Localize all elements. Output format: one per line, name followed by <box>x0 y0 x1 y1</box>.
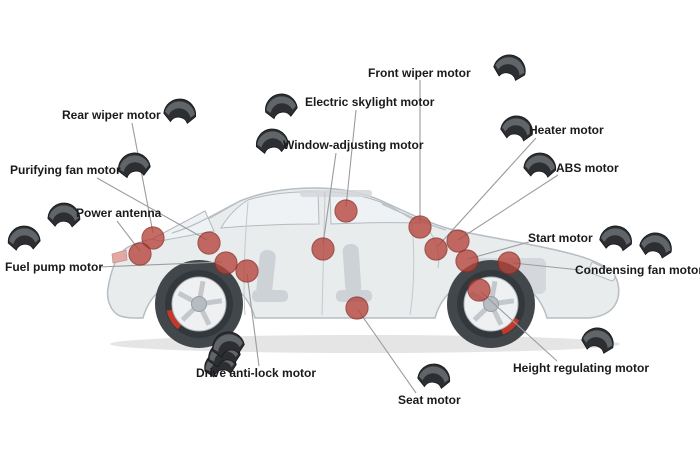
leader-drive-anti-lock <box>246 273 260 367</box>
skylight-panel <box>300 190 372 197</box>
magnet-icon-seat <box>416 361 452 390</box>
magnet-icon-electric-skylight <box>262 91 299 121</box>
magnet-icon-fuel-pump <box>6 224 42 252</box>
leader-condensing-fan <box>512 262 581 271</box>
rear-seat <box>252 249 288 302</box>
leader-heater <box>437 137 537 247</box>
front-wheel <box>447 260 535 348</box>
label-heater-motor: Heater motor <box>529 123 604 137</box>
label-purifying-fan-motor: Purifying fan motor <box>10 163 121 177</box>
rear-brake-caliper <box>166 271 232 337</box>
leader-electric-skylight <box>345 109 357 208</box>
label-window-adjusting-motor: Window-adjusting motor <box>283 138 424 152</box>
magnet-icon-start <box>598 223 635 253</box>
rear-window-line <box>171 201 239 234</box>
dot-window-adjusting <box>311 237 335 261</box>
magnet-icon-abs <box>522 151 558 179</box>
dot-rear-wiper <box>141 226 165 250</box>
magnet-icon-purifying-fan <box>115 150 152 180</box>
dot-front-wiper <box>408 215 432 239</box>
magnet-icon-front-wiper <box>491 50 530 83</box>
leader-window-adjusting <box>322 152 337 245</box>
label-electric-skylight-motor: Electric skylight motor <box>305 95 435 109</box>
label-front-wiper-motor: Front wiper motor <box>368 66 471 80</box>
label-rear-wiper-motor: Rear wiper motor <box>62 108 161 122</box>
leader-abs <box>457 174 559 241</box>
rear-hub <box>191 296 207 312</box>
motor-location-dots <box>128 199 521 320</box>
label-seat-motor: Seat motor <box>398 393 461 407</box>
dot-start <box>455 249 479 273</box>
dot-fuel-pump <box>214 251 238 275</box>
dot-heater <box>424 237 448 261</box>
dot-abs <box>446 229 470 253</box>
dot-power-antenna <box>128 242 152 266</box>
magnet-icon-height-regulating <box>579 324 618 356</box>
label-power-antenna: Power antenna <box>76 206 162 220</box>
dot-condensing-fan <box>497 251 521 275</box>
car-illustration <box>106 187 620 353</box>
rear-door-window <box>220 191 320 229</box>
label-start-motor: Start motor <box>528 231 593 245</box>
label-drive-anti-lock-motor: Drive anti-lock motor <box>196 366 317 380</box>
leader-start <box>467 241 530 260</box>
dot-electric-skylight <box>334 199 358 223</box>
headlight <box>587 261 616 282</box>
rear-rim-spokes <box>177 280 223 326</box>
leader-rear-wiper <box>131 122 154 234</box>
leader-purifying-fan <box>96 177 208 241</box>
front-hub <box>483 296 499 312</box>
magnet-icon-condensing-fan <box>637 229 675 261</box>
label-abs-motor: ABS motor <box>556 161 619 175</box>
leader-height-regulating <box>480 291 558 362</box>
dot-purifying-fan <box>197 231 221 255</box>
dot-seat <box>345 296 369 320</box>
dot-height-regulating <box>467 278 491 302</box>
label-condensing-fan-motor: Condensing fan motor <box>575 263 700 277</box>
leader-seat <box>357 309 417 394</box>
dot-drive-anti-lock <box>235 259 259 283</box>
taillight <box>111 249 128 264</box>
magnet-icon-rear-wiper <box>162 96 198 125</box>
label-fuel-pump-motor: Fuel pump motor <box>5 260 103 274</box>
rear-wheel <box>155 260 243 348</box>
leader-fuel-pump <box>98 261 223 268</box>
label-height-regulating-motor: Height regulating motor <box>513 361 649 375</box>
leader-lines <box>96 80 581 394</box>
